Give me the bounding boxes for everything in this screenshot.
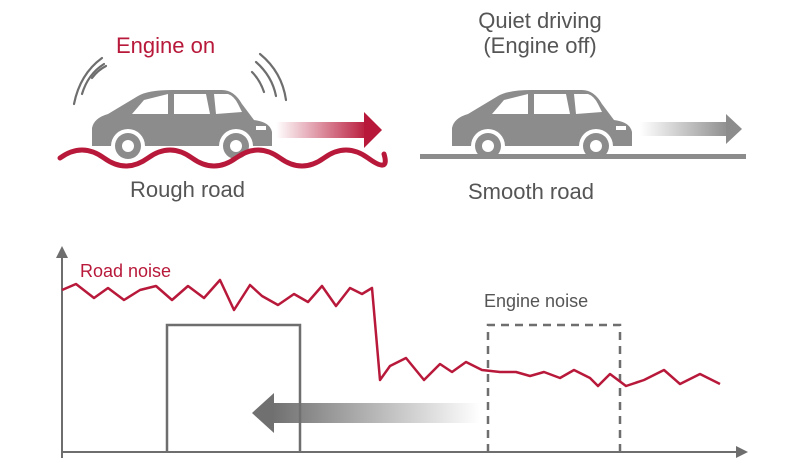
arrow-right-icon (640, 114, 742, 144)
road-noise-label: Road noise (80, 261, 172, 281)
sound-waves-icon (250, 52, 288, 102)
rough-road-label: Rough road (130, 177, 245, 202)
car-icon (452, 90, 632, 163)
engine-noise-label: Engine noise (484, 291, 589, 311)
engine-on-noise-box (165, 323, 302, 452)
y-axis-arrowhead (56, 246, 68, 258)
sound-waves-icon (72, 56, 108, 106)
noise-chart (56, 246, 748, 458)
engine-on-label: Engine on (116, 33, 216, 58)
smooth-road-label: Smooth road (468, 179, 594, 204)
rough-road-panel (57, 52, 388, 169)
engine-noise-box (486, 323, 622, 452)
smooth-road-line (420, 154, 746, 159)
x-axis-arrowhead (736, 446, 748, 458)
smooth-road-panel (420, 90, 746, 163)
arrow-left-icon (252, 393, 480, 433)
road-noise-line (61, 278, 721, 388)
quiet-driving-label: Quiet driving (478, 8, 602, 33)
engine-off-label: (Engine off) (483, 33, 597, 58)
rough-road-line (57, 147, 388, 169)
arrow-right-icon (276, 112, 382, 148)
